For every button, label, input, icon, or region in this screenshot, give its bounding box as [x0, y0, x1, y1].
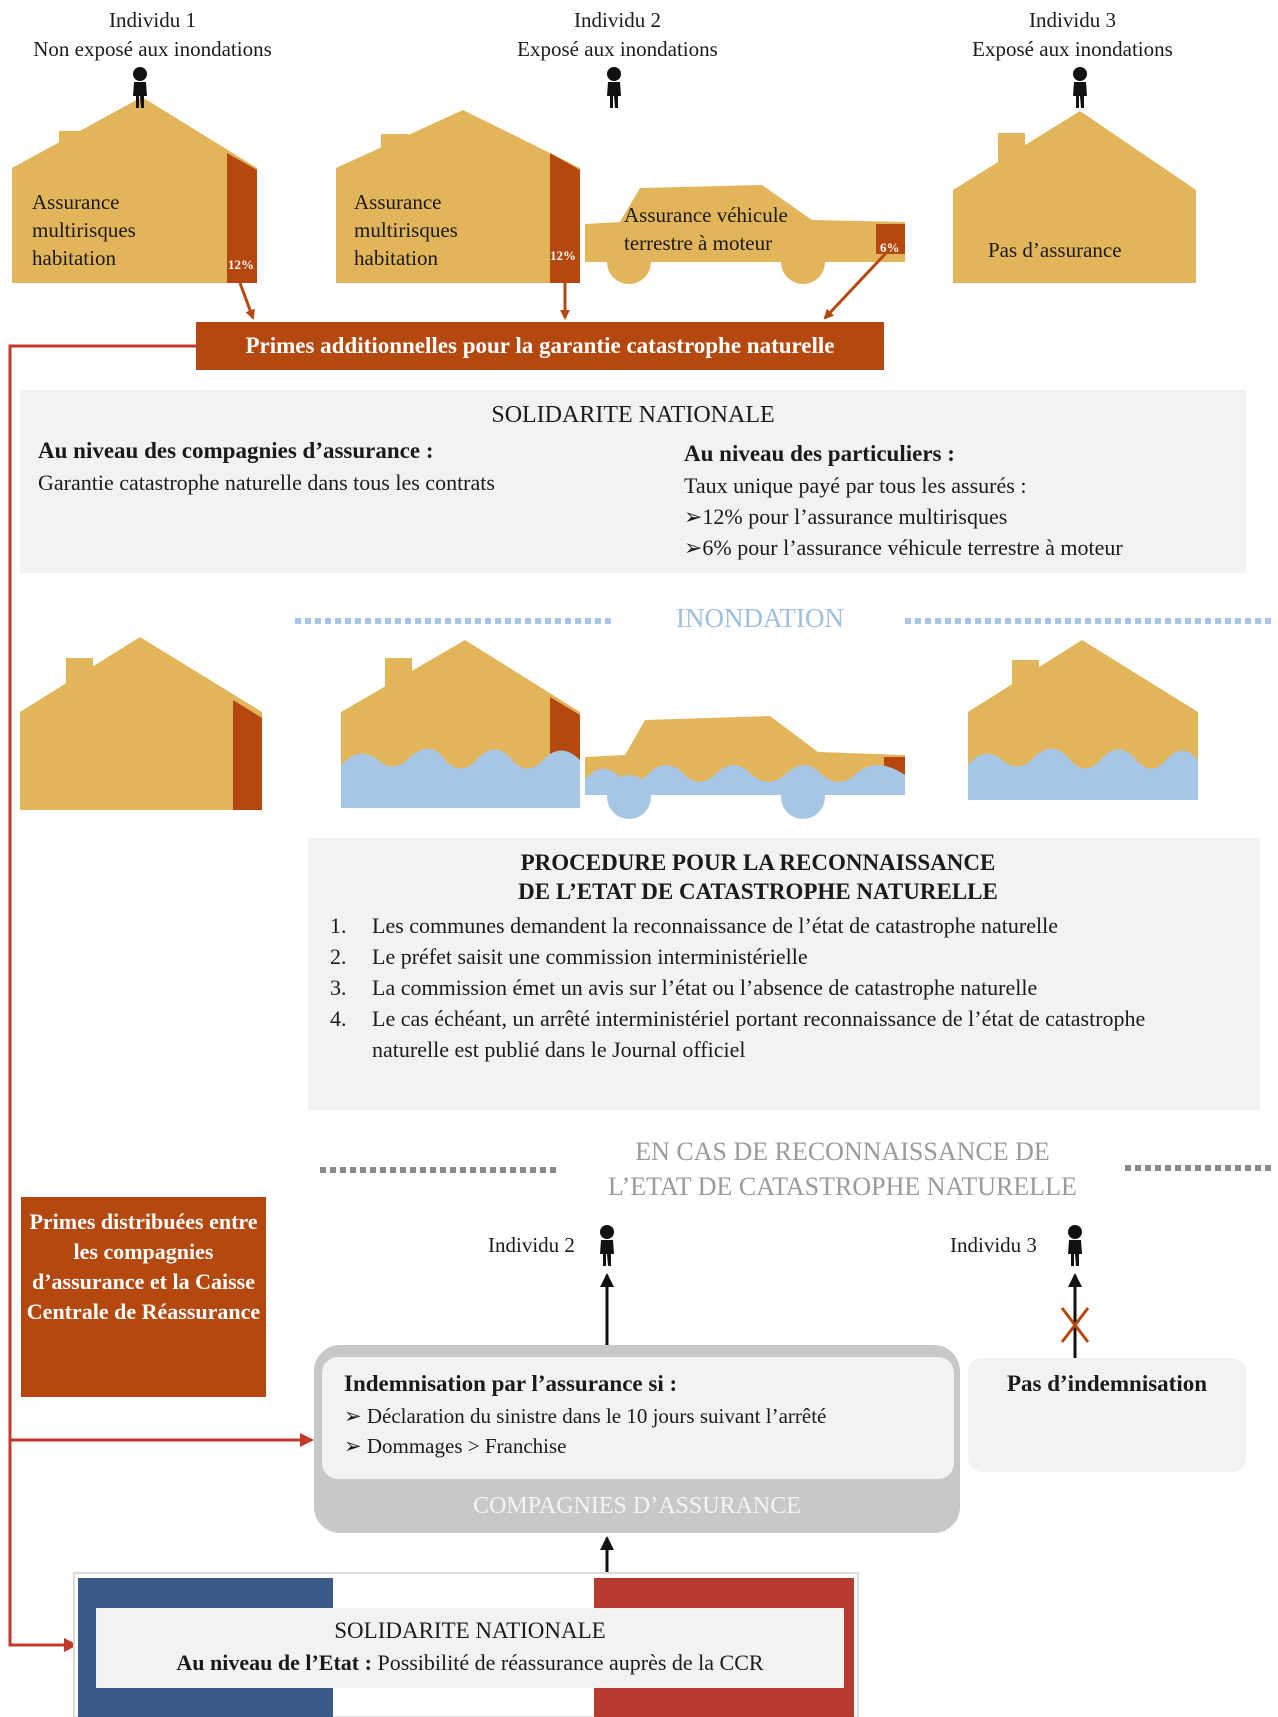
procedure-box: PROCEDURE POUR LA RECONNAISSANCE DE L’ET… — [308, 838, 1260, 1110]
companies-heading: Au niveau des compagnies d’assurance : — [38, 438, 434, 463]
individual-1-label: Individu 1 Non exposé aux inondations — [0, 6, 305, 64]
solidarity-title: SOLIDARITE NATIONALE — [491, 402, 775, 428]
outcome-individual-2: Individu 2 — [488, 1233, 575, 1257]
person-icon-1 — [133, 67, 147, 108]
house-3-flood — [968, 640, 1198, 800]
individual-3-label: Individu 3 Exposé aux inondations — [920, 6, 1225, 64]
individuals-heading: Au niveau des particuliers : — [684, 441, 955, 466]
indemnity-heading: Indemnisation par l’assurance si : — [344, 1371, 678, 1396]
house-1-label: Assurance multirisques habitation — [32, 190, 136, 270]
house-1-flood — [20, 637, 262, 810]
cross-icon — [1060, 1307, 1090, 1343]
car-top — [585, 185, 905, 284]
companies-text: Garantie catastrophe naturelle dans tous… — [38, 470, 495, 495]
house-2 — [336, 110, 580, 283]
person-icon-2 — [607, 67, 621, 108]
individual-status: Non exposé aux inondations — [33, 37, 272, 61]
car-label: Assurance véhicule terrestre à moteur — [624, 203, 788, 255]
house-2-label: Assurance multirisques habitation — [354, 190, 458, 270]
house-2-rate: 12% — [550, 248, 576, 263]
state-text: Possibilité de réassurance auprès de la … — [377, 1650, 764, 1675]
state-title: SOLIDARITE NATIONALE — [334, 1618, 606, 1643]
house-3 — [953, 111, 1196, 283]
procedure-steps: 1.Les communes demandent la reconnaissan… — [312, 910, 1212, 1065]
flag-band — [73, 1572, 859, 1717]
distributed-premiums-box: Primes distribuées entre les compagnies … — [21, 1197, 266, 1397]
indemnity-item: ➢ Dommages > Franchise — [344, 1434, 567, 1458]
outcome-individual-3: Individu 3 — [950, 1233, 1037, 1257]
individual-2-label: Individu 2 Exposé aux inondations — [465, 6, 770, 64]
individual-status: Exposé aux inondations — [517, 37, 718, 61]
no-indemnity-label: Pas d’indemnisation — [1006, 1371, 1207, 1396]
person-icon-3 — [1073, 67, 1087, 108]
individual-name: Individu 2 — [574, 8, 661, 32]
indemnity-item: ➢ Déclaration du sinistre dans le 10 jou… — [344, 1404, 827, 1428]
individual-name: Individu 3 — [1029, 8, 1116, 32]
person-icon-outcome-3 — [1068, 1225, 1082, 1266]
house-3-label: Pas d’assurance — [988, 238, 1122, 262]
companies-label: COMPAGNIES D’ASSURANCE — [473, 1493, 801, 1519]
flood-label: INONDATION — [676, 603, 844, 633]
state-heading: Au niveau de l’Etat : — [176, 1650, 372, 1675]
house-2-flood — [341, 640, 580, 808]
individual-status: Exposé aux inondations — [972, 37, 1173, 61]
person-icon-outcome-2 — [600, 1225, 614, 1266]
individual-name: Individu 1 — [109, 8, 196, 32]
house-1 — [12, 97, 257, 283]
recognition-label: EN CAS DE RECONNAISSANCE DE L’ETAT DE CA… — [608, 1137, 1077, 1201]
individuals-item: ➢6% pour l’assurance véhicule terrestre … — [684, 535, 1123, 560]
house-1-rate: 12% — [228, 257, 254, 272]
solidarity-box: SOLIDARITE NATIONALE Au niveau des compa… — [20, 390, 1246, 573]
car-flood — [585, 716, 905, 819]
procedure-step: 2.Le préfet saisit une commission interm… — [330, 944, 808, 969]
procedure-step: 4.Le cas échéant, un arrêté interministé… — [330, 1006, 1146, 1062]
state-line: Au niveau de l’Etat : Possibilité de réa… — [96, 1650, 844, 1676]
premiums-bar: Primes additionnelles pour la garantie c… — [196, 322, 884, 370]
no-indemnity-box — [968, 1358, 1246, 1472]
procedure-title: PROCEDURE POUR LA RECONNAISSANCE DE L’ET… — [518, 850, 998, 904]
car-rate: 6% — [880, 240, 900, 255]
procedure-step: 1.Les communes demandent la reconnaissan… — [330, 913, 1058, 938]
individuals-item: ➢12% pour l’assurance multirisques — [684, 504, 1008, 529]
individuals-text: Taux unique payé par tous les assurés : — [684, 473, 1027, 498]
procedure-step: 3.La commission émet un avis sur l’état … — [330, 975, 1038, 1000]
